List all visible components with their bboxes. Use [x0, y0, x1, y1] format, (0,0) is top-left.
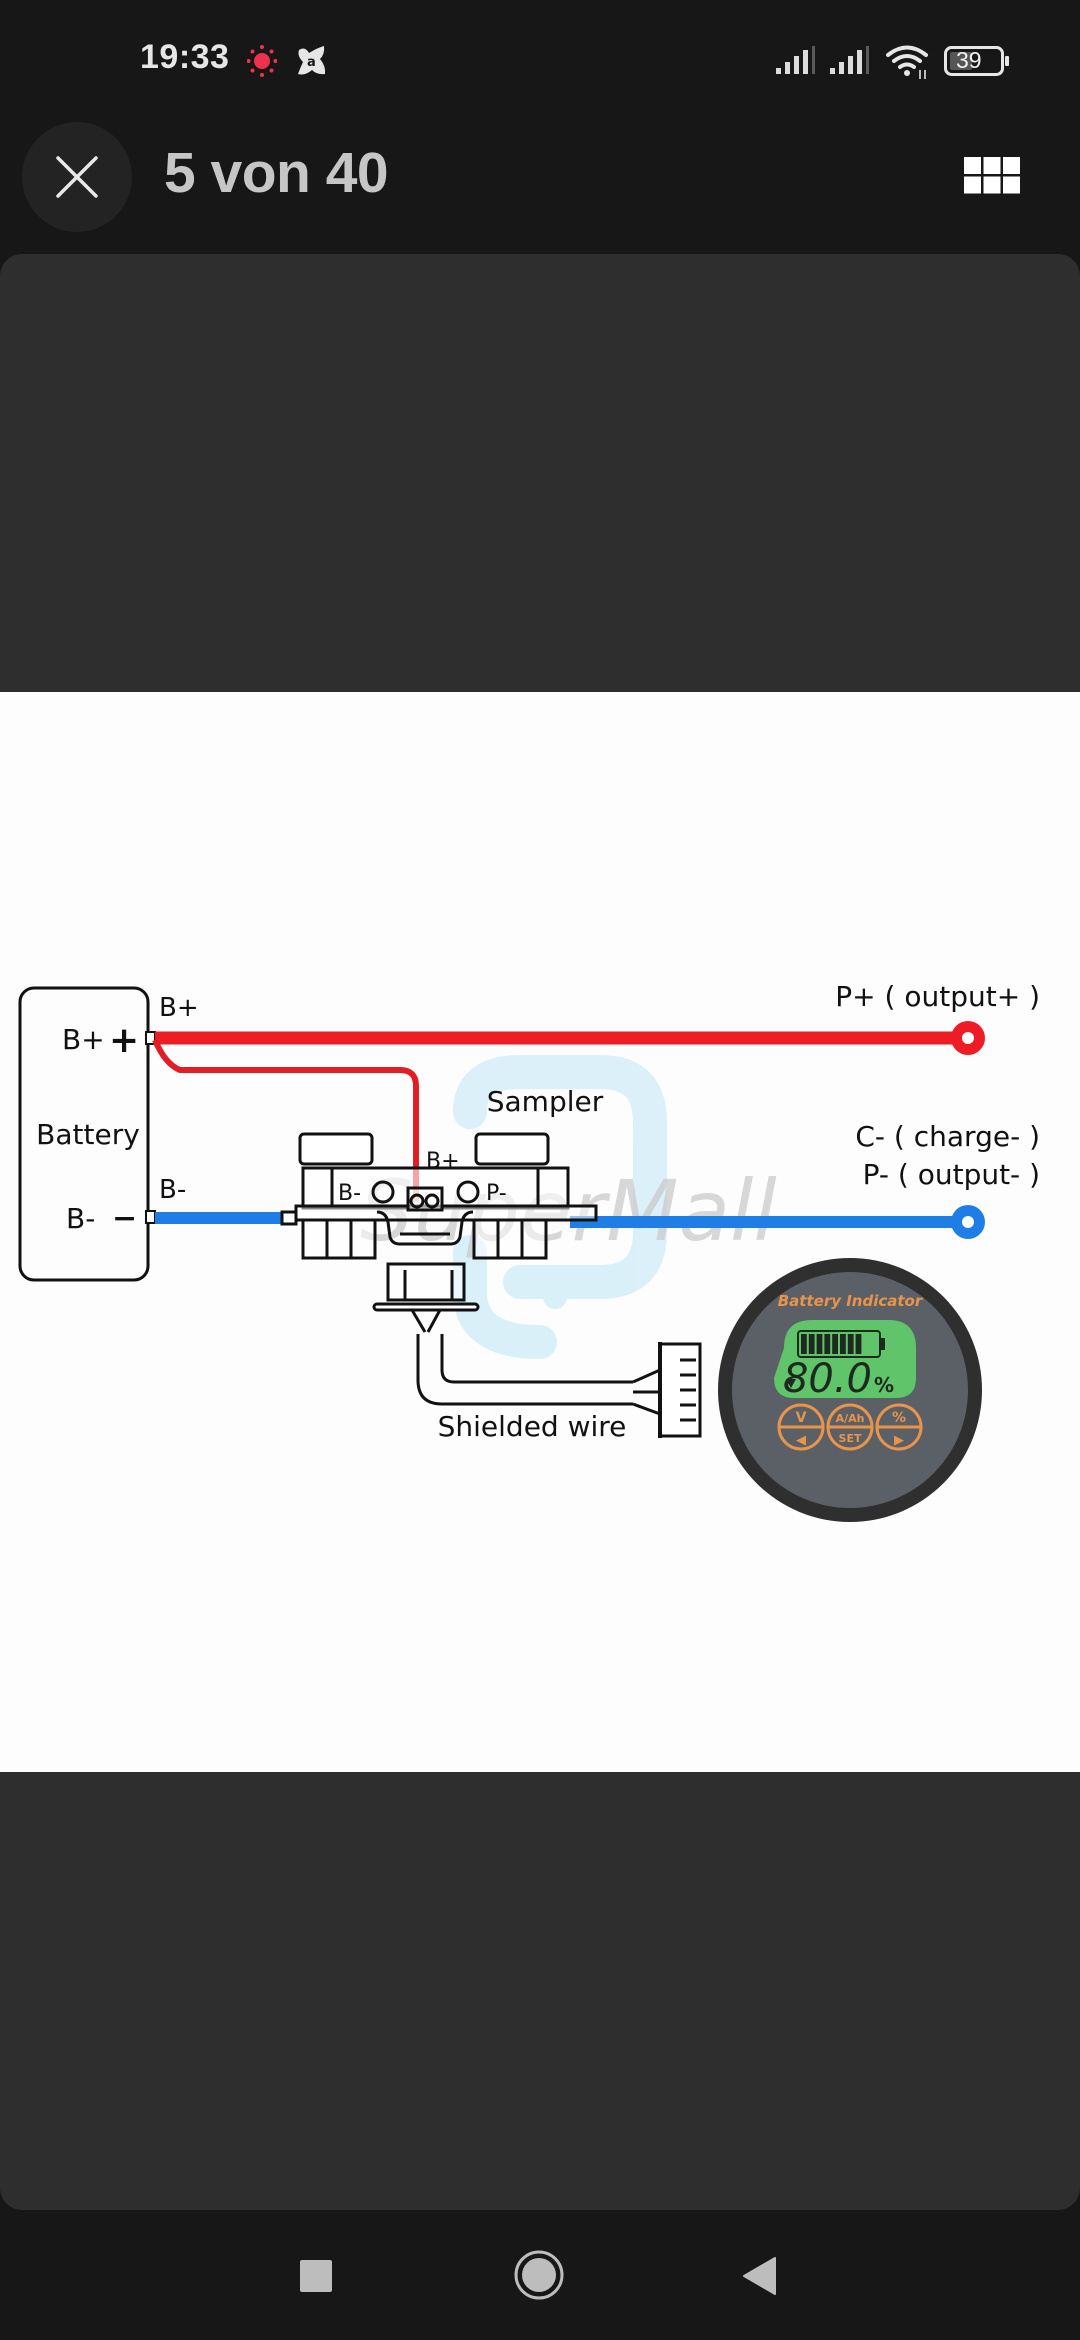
indicator-btn-percent: % — [892, 1410, 906, 1426]
shielded-wire-label: Shielded wire — [438, 1410, 627, 1443]
sense-wire — [152, 1038, 419, 1202]
svg-text:a: a — [307, 55, 316, 70]
recording-dot-icon — [247, 45, 277, 77]
grid-view-icon — [964, 157, 1020, 194]
watermark-logo — [453, 1055, 667, 1359]
battery-level-segment — [840, 1334, 846, 1354]
battery-icon: 39 — [944, 46, 1010, 76]
home-icon — [514, 2250, 564, 2300]
battery-level-segment — [801, 1334, 807, 1354]
indicator-btn-aah: A/Ah — [836, 1412, 865, 1425]
battery-level-segment — [808, 1334, 815, 1354]
wifi-icon — [886, 45, 928, 79]
p-minus-label: P- ( output- ) — [863, 1158, 1040, 1191]
p-plus-label: P+ ( output+ ) — [835, 980, 1040, 1013]
battery-label: Battery — [36, 1118, 140, 1151]
close-icon — [56, 156, 98, 198]
indicator-unit: % — [874, 1373, 894, 1397]
battery-level: 39 — [956, 47, 982, 73]
battery-level-segment — [832, 1334, 838, 1354]
sampler-b-minus-label: B- — [338, 1181, 361, 1206]
indicator-title: Battery Indicator — [778, 1292, 924, 1310]
wire-neg-label: B- — [159, 1175, 186, 1205]
wiring-diagram: SuperMall Battery B+ + B- − B+ B- P+ ( o… — [18, 980, 1040, 1522]
sampler-p-minus-label: P- — [486, 1181, 507, 1206]
indicator-btn-right: ▶ — [894, 1433, 904, 1448]
antivirus-icon: a — [298, 46, 326, 75]
status-time: 19:33 — [140, 38, 230, 76]
grid-view-button[interactable] — [956, 148, 1028, 204]
sampler-device — [280, 1132, 598, 1333]
battery-neg-label: B- — [66, 1202, 95, 1235]
wiring-diagram-image[interactable]: SuperMall Battery B+ + B- − B+ B- P+ ( o… — [0, 692, 1080, 1772]
battery-level-segment — [816, 1334, 823, 1354]
battery-pos-sign: + — [109, 1020, 139, 1061]
battery-level-segment — [855, 1334, 862, 1354]
home-button[interactable] — [510, 2246, 568, 2304]
battery-pos-label: B+ — [62, 1023, 105, 1056]
battery-level-segment — [824, 1334, 831, 1354]
battery-neg-terminal — [145, 1210, 156, 1224]
sampler-label: Sampler — [487, 1085, 604, 1118]
c-minus-label: C- ( charge- ) — [855, 1120, 1040, 1153]
back-button[interactable] — [736, 2250, 788, 2302]
back-icon — [743, 2257, 776, 2295]
battery-neg-sign: − — [112, 1201, 137, 1236]
battery-level-segment — [847, 1334, 854, 1354]
signal-sim1-icon — [776, 46, 815, 74]
viewer-header — [0, 110, 1080, 250]
indicator-btn-set: SET — [839, 1432, 862, 1445]
close-button[interactable] — [22, 122, 132, 232]
battery-box — [18, 986, 150, 1282]
indicator-reading: 80.0 — [783, 1356, 872, 1402]
wire-pos-label: B+ — [159, 993, 199, 1023]
indicator-btn-left: ◀ — [796, 1433, 806, 1448]
recents-icon — [300, 2260, 332, 2292]
sampler-b-plus-label: B+ — [426, 1149, 460, 1174]
shielded-wire-cable — [416, 1334, 702, 1438]
status-bar: 19:33 a — [0, 0, 1080, 110]
page-counter-title: 5 von 40 — [164, 141, 389, 205]
signal-sim2-icon — [830, 46, 869, 74]
battery-level-bars — [801, 1334, 862, 1354]
indicator-btn-v: V — [796, 1410, 807, 1426]
recents-button[interactable] — [290, 2250, 342, 2302]
battery-indicator-display: Battery Indicator 80.0 % V ◀ A/Ah SET % … — [718, 1258, 982, 1522]
